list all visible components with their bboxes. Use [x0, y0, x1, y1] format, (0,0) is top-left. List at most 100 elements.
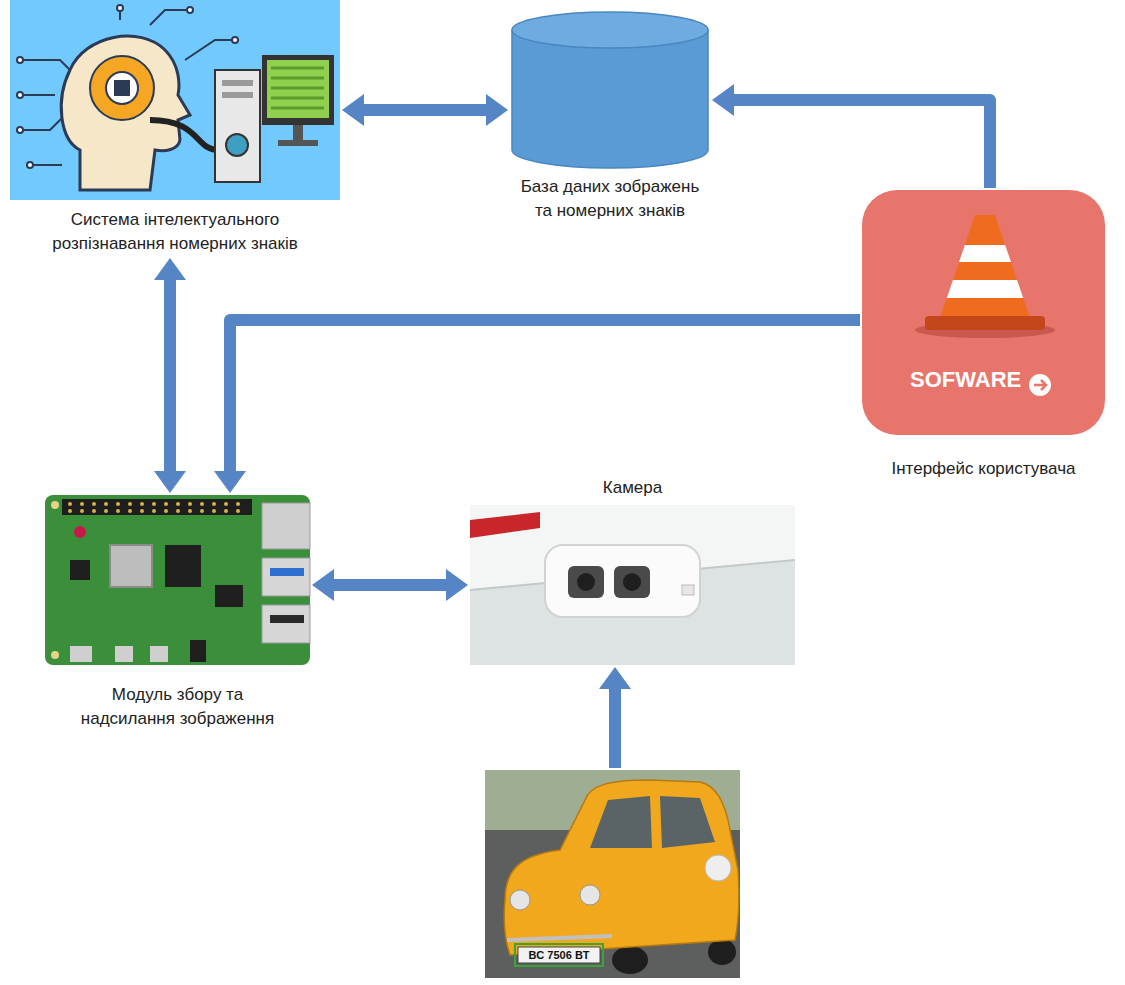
system-illustration-part-part — [17, 57, 23, 63]
raspberry-pi-board-part-part — [200, 502, 204, 506]
database-cylinder-part — [512, 30, 708, 168]
raspberry-pi-board-part-part — [68, 502, 72, 506]
car-photo-part — [507, 936, 612, 940]
raspberry-pi-board-part-part — [164, 502, 168, 506]
raspberry-pi-board-part — [165, 545, 201, 587]
raspberry-pi-board-part — [262, 605, 310, 643]
system-illustration-part — [278, 140, 318, 146]
car-photo-part — [590, 796, 652, 848]
system-illustration-part-part — [20, 118, 62, 130]
system-illustration-part-part — [232, 37, 238, 43]
connector-group — [170, 100, 990, 768]
raspberry-pi-board-part — [215, 585, 243, 607]
raspberry-pi-board-part — [262, 558, 310, 596]
car-photo-part — [660, 796, 715, 848]
raspberry-pi-board-part-part — [104, 502, 108, 506]
raspberry-pi-board-part — [51, 501, 59, 509]
camera-photo-part — [470, 512, 540, 538]
software-icon-part — [862, 190, 1105, 435]
raspberry-pi-board-part-part — [104, 509, 108, 513]
car-photo-part — [580, 885, 600, 905]
system-illustration-part-part — [20, 94, 55, 96]
raspberry-pi-board-part-part — [176, 509, 180, 513]
component-node: Інтерфейс користувачаSOFWARE — [862, 190, 1105, 481]
component-node: Система інтелектуального розпізнавання н… — [10, 0, 340, 256]
raspberry-pi-board-part-part — [92, 502, 96, 506]
car-photo-part — [612, 946, 648, 974]
software-icon — [862, 190, 1105, 435]
system-illustration-part-part — [271, 87, 324, 90]
car-photo-part — [515, 944, 603, 966]
node-caption: База даних зображень та номерних знаків — [510, 175, 710, 223]
raspberry-pi-board-part-part — [224, 509, 228, 513]
system-illustration-part-part — [271, 77, 324, 80]
system-illustration-part — [222, 92, 253, 98]
system-illustration-part-part — [150, 10, 190, 25]
car-photo-part — [518, 947, 600, 963]
raspberry-pi-board-part — [45, 495, 310, 665]
system-illustration-part-part — [27, 162, 33, 168]
system-illustration-part — [106, 72, 138, 104]
illustration-area — [10, 0, 340, 200]
raspberry-pi-board-part — [150, 646, 168, 662]
connector-arrow — [734, 100, 990, 188]
database-cylinder — [512, 12, 708, 168]
raspberry-pi-board-part-part — [200, 509, 204, 513]
system-illustration-part — [222, 80, 253, 86]
raspberry-pi-board-part-part — [152, 502, 156, 506]
system-illustration-part — [293, 125, 303, 140]
raspberry-pi-board — [45, 495, 310, 665]
connector-arrow — [609, 689, 621, 768]
system-illustration-part — [150, 120, 218, 150]
system-illustration-part — [267, 60, 329, 118]
raspberry-pi-board-part-part — [152, 509, 156, 513]
camera-photo-part — [577, 573, 595, 591]
software-icon-part — [1029, 374, 1051, 396]
component-node: Камера — [470, 476, 795, 665]
system-illustration-part-part — [185, 40, 235, 60]
component-node: BC 7506 BT — [485, 770, 740, 978]
system-illustration-part — [61, 36, 190, 190]
system-illustration — [10, 0, 340, 200]
software-icon-part — [940, 215, 1030, 318]
raspberry-pi-board-part — [68, 502, 240, 513]
raspberry-pi-board-part-part — [80, 509, 84, 513]
raspberry-pi-board-part-part — [212, 509, 216, 513]
system-illustration-part — [271, 68, 324, 108]
system-illustration-part-part — [271, 67, 324, 70]
software-icon-part — [1034, 380, 1046, 390]
system-illustration-part-part — [271, 107, 324, 110]
raspberry-pi-board-part — [270, 615, 304, 623]
raspberry-pi-board-part-part — [176, 502, 180, 506]
illustration-area — [485, 770, 740, 978]
raspberry-pi-board-part-part — [164, 509, 168, 513]
raspberry-pi-board-part — [262, 503, 310, 549]
raspberry-pi-board-part — [115, 646, 133, 662]
database-cylinder-part — [512, 12, 708, 48]
raspberry-pi-board-part-part — [116, 509, 120, 513]
raspberry-pi-board-part-part — [188, 502, 192, 506]
node-caption: Камера — [470, 476, 795, 500]
raspberry-pi-board-part-part — [92, 509, 96, 513]
camera-photo-part — [614, 566, 650, 598]
system-illustration-part-part — [117, 5, 123, 11]
illustration-area — [45, 495, 310, 665]
raspberry-pi-board-part-part — [68, 509, 72, 513]
image-text: SOFWARE — [910, 366, 1021, 394]
image-text: BC 7506 BT — [518, 947, 600, 963]
illustration-area — [470, 505, 795, 665]
raspberry-pi-board-part — [70, 560, 90, 580]
car-photo-part — [705, 855, 731, 881]
car-photo-part — [510, 890, 530, 910]
camera-photo-part — [568, 566, 604, 598]
system-illustration-part — [226, 134, 248, 156]
raspberry-pi-board-part — [74, 526, 86, 538]
system-illustration-part — [90, 56, 154, 120]
raspberry-pi-board-part-part — [236, 509, 240, 513]
car-photo-part — [708, 939, 736, 965]
node-caption: Модуль збору та надсилання зображення — [73, 683, 283, 731]
software-icon-part — [925, 316, 1045, 330]
